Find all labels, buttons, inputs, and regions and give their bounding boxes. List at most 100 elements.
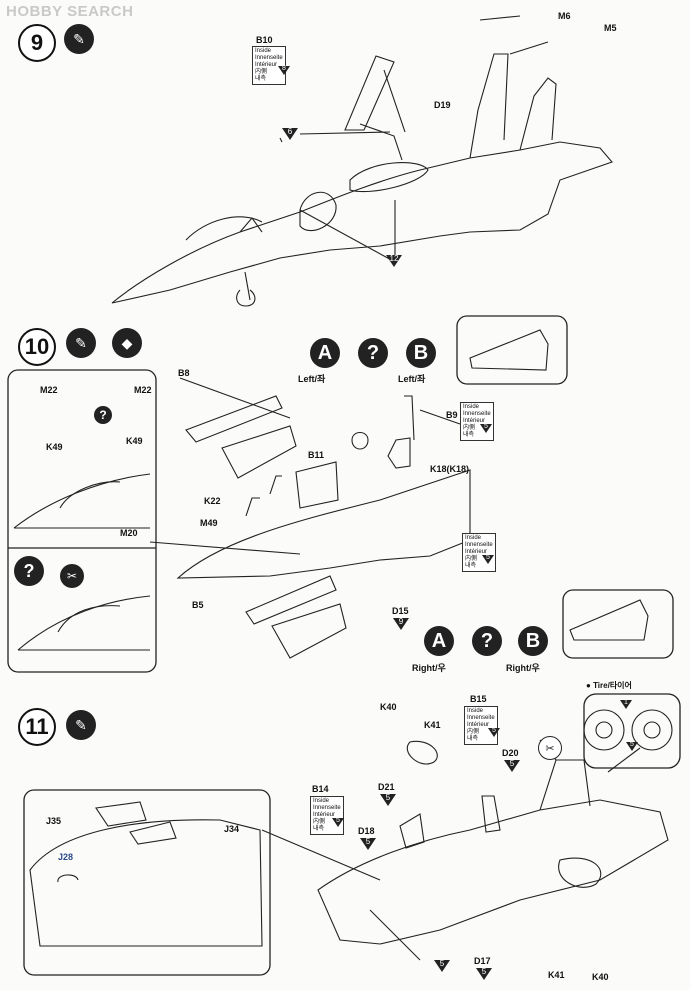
inside-note-box: Inside Innenseite Intérieur 内側 내측 [462,533,496,572]
inside-text: 내측 [255,76,267,82]
paint-marker: 1 [618,699,634,709]
step-9-number: 9 [18,24,56,62]
inside-text: Innenseite [467,715,495,721]
part-label: K41 [424,720,441,730]
part-label: B11 [308,450,325,460]
right-side-label: Right/우 [412,663,446,673]
inside-text: Inside [467,708,484,714]
cement-tube-icon: ✎ [64,24,94,54]
inside-note-box: Inside Innenseite Intérieur 内側 내측 [460,402,494,441]
part-label: M5 [604,23,617,33]
option-b-left: B [406,338,436,368]
paint-marker: 5 [434,959,450,972]
cement-tube-icon: ✎ [66,710,96,740]
left-side-label: Left/좌 [298,374,326,384]
part-label: M22 [134,385,152,395]
part-label: D20 [502,748,519,758]
part-label: M6 [558,11,571,21]
inside-text: Intérieur [465,549,488,555]
part-label: B15 [470,694,487,704]
paint-marker: 5 [330,817,346,827]
part-label: B5 [192,600,204,610]
part-label: B14 [312,784,329,794]
hobby-knife-icon: ✂ [538,736,562,760]
part-label: M49 [200,518,218,528]
option-choice-icon: ? [94,406,112,424]
inside-text: 내측 [463,432,475,438]
paint-marker: 5 [380,793,396,806]
watermark-logo: HOBBY SEARCH [6,3,134,20]
part-label: K22 [204,496,221,506]
part-label: K49 [126,436,143,446]
part-label: D17 [474,956,491,966]
inside-text: Innenseite [255,55,283,61]
part-label: K40 [380,702,397,712]
inside-text: Inside [313,798,330,804]
step-11-number: 11 [18,708,56,746]
hobby-knife-icon: ✂ [60,564,84,588]
inside-text: Inside [463,404,480,410]
tire-label-text: Tire/타이어 [593,681,632,690]
option-choice-icon: ? [14,556,44,586]
inside-text: 내측 [313,826,325,832]
inside-text: 内側 [255,69,268,75]
inside-text: 内側 [467,729,480,735]
option-choice-left-icon: ? [358,338,388,368]
paint-marker: 5 [360,837,376,850]
paint-marker: 5 [624,741,640,751]
paint-marker: 12 [386,254,402,267]
inside-text: 内側 [465,556,478,562]
part-label: B8 [178,368,190,378]
inside-text: Innenseite [463,411,491,417]
inside-text: Inside [255,48,272,54]
cement-tube-icon: ✎ [66,328,96,358]
inside-text: 내측 [465,563,477,569]
part-label: D15 [392,606,409,616]
paint-marker: 5 [478,423,494,433]
inside-text: Intérieur [313,812,336,818]
option-a-left: A [310,338,340,368]
paint-marker: 8 [276,65,292,75]
option-choice-right-icon: ? [472,626,502,656]
part-label: D19 [434,100,451,110]
inside-text: 内側 [313,819,326,825]
part-label: J35 [46,816,62,826]
part-label: K18(K18) [430,464,470,474]
part-label: J34 [224,824,240,834]
inside-note-box: Inside Innenseite Intérieur 内側 내측 [310,796,344,835]
right-side-label: Right/우 [506,663,540,673]
tire-label: ● Tire/타이어 [586,681,632,690]
inside-text: Intérieur [463,418,486,424]
inside-text: 内側 [463,425,476,431]
paint-marker: 9 [393,617,409,630]
flip-over-icon: ◆ [112,328,142,358]
part-label: B9 [446,410,458,420]
part-label: K41 [548,970,565,980]
inside-text: Innenseite [465,542,493,548]
inside-text: Inside [465,535,482,541]
paint-marker: 5 [486,727,502,737]
inside-text: Intérieur [467,722,490,728]
part-label: M20 [120,528,138,538]
part-label: M22 [40,385,58,395]
inside-text: 내측 [467,736,479,742]
part-label: D18 [358,826,375,836]
paint-marker: 5 [480,554,496,564]
paint-marker: 6 [282,127,298,140]
paint-marker: 5 [504,759,520,772]
left-side-label: Left/좌 [398,374,426,384]
inside-note-box: Inside Innenseite Intérieur 内側 내측 [464,706,498,745]
inside-text: Intérieur [255,62,278,68]
part-label: K49 [46,442,63,452]
option-b-right: B [518,626,548,656]
part-label: B10 [256,35,273,45]
part-label: K40 [592,972,609,982]
option-a-right: A [424,626,454,656]
part-label: D21 [378,782,395,792]
inside-text: Innenseite [313,805,341,811]
part-label: J28 [58,852,74,862]
step-10-number: 10 [18,328,56,366]
paint-marker: 5 [476,967,492,980]
inside-note-box: Inside Innenseite Intérieur 内側 내측 [252,46,286,85]
